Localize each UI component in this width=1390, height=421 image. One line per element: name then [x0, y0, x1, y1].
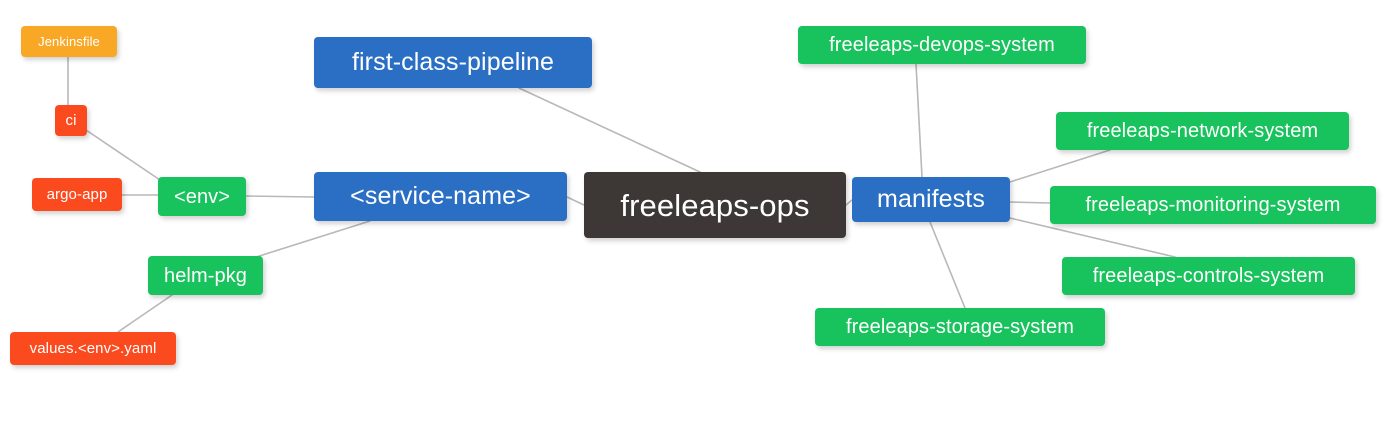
mindmap-node-label: freeleaps-devops-system: [829, 34, 1055, 56]
mindmap-node-label: freeleaps-monitoring-system: [1085, 194, 1341, 216]
edge-service-env: [245, 195, 315, 198]
mindmap-node-freeleaps-network-system[interactable]: freeleaps-network-system: [1056, 112, 1349, 150]
mindmap-node-label: freeleaps-storage-system: [845, 316, 1075, 338]
mindmap-node-helm-pkg[interactable]: helm-pkg: [148, 256, 263, 295]
mindmap-node-label: argo-app: [46, 186, 108, 203]
mindmap-node-env[interactable]: <env>: [158, 177, 246, 216]
mindmap-node-label: <service-name>: [350, 182, 531, 210]
mindmap-node-jenkinsfile[interactable]: Jenkinsfile: [21, 26, 117, 57]
edge-ops-pipeline: [518, 87, 701, 173]
mindmap-node-label: helm-pkg: [163, 264, 248, 287]
mindmap-node-values-env-yaml[interactable]: values.<env>.yaml: [10, 332, 176, 365]
mindmap-node-freeleaps-monitoring-system[interactable]: freeleaps-monitoring-system: [1050, 186, 1376, 224]
edge-service-helm: [252, 220, 371, 259]
mindmap-node-label: freeleaps-ops: [620, 187, 810, 223]
mindmap-node-label: <env>: [173, 185, 231, 208]
edge-manifests-network: [1009, 149, 1111, 183]
edge-manifests-storage: [929, 221, 966, 309]
edge-helm-values: [117, 294, 173, 333]
mindmap-node-freeleaps-storage-system[interactable]: freeleaps-storage-system: [815, 308, 1105, 346]
mindmap-node-service-name[interactable]: <service-name>: [314, 172, 567, 221]
edge-manifests-monitoring: [1009, 201, 1051, 204]
mindmap-node-ci[interactable]: ci: [55, 105, 87, 136]
mindmap-node-label: manifests: [877, 185, 985, 213]
mindmap-node-label: values.<env>.yaml: [29, 340, 157, 357]
edge-ops-service: [566, 196, 585, 206]
mindmap-node-label: freeleaps-controls-system: [1092, 265, 1325, 287]
mindmap-node-freeleaps-devops-system[interactable]: freeleaps-devops-system: [798, 26, 1086, 64]
mindmap-node-argo-app[interactable]: argo-app: [32, 178, 122, 211]
mindmap-node-label: ci: [65, 112, 77, 129]
mindmap-node-first-class-pipeline[interactable]: first-class-pipeline: [314, 37, 592, 88]
mindmap-node-label: Jenkinsfile: [38, 34, 100, 49]
mindmap-node-manifests[interactable]: manifests: [852, 177, 1010, 222]
edge-env-ci: [85, 129, 161, 181]
mindmap-node-label: freeleaps-network-system: [1086, 120, 1319, 142]
edge-manifests-devops: [915, 63, 923, 178]
mindmap-node-freeleaps-ops[interactable]: freeleaps-ops: [584, 172, 846, 238]
mindmap-node-freeleaps-controls-system[interactable]: freeleaps-controls-system: [1062, 257, 1355, 295]
mindmap-node-label: first-class-pipeline: [351, 48, 555, 76]
